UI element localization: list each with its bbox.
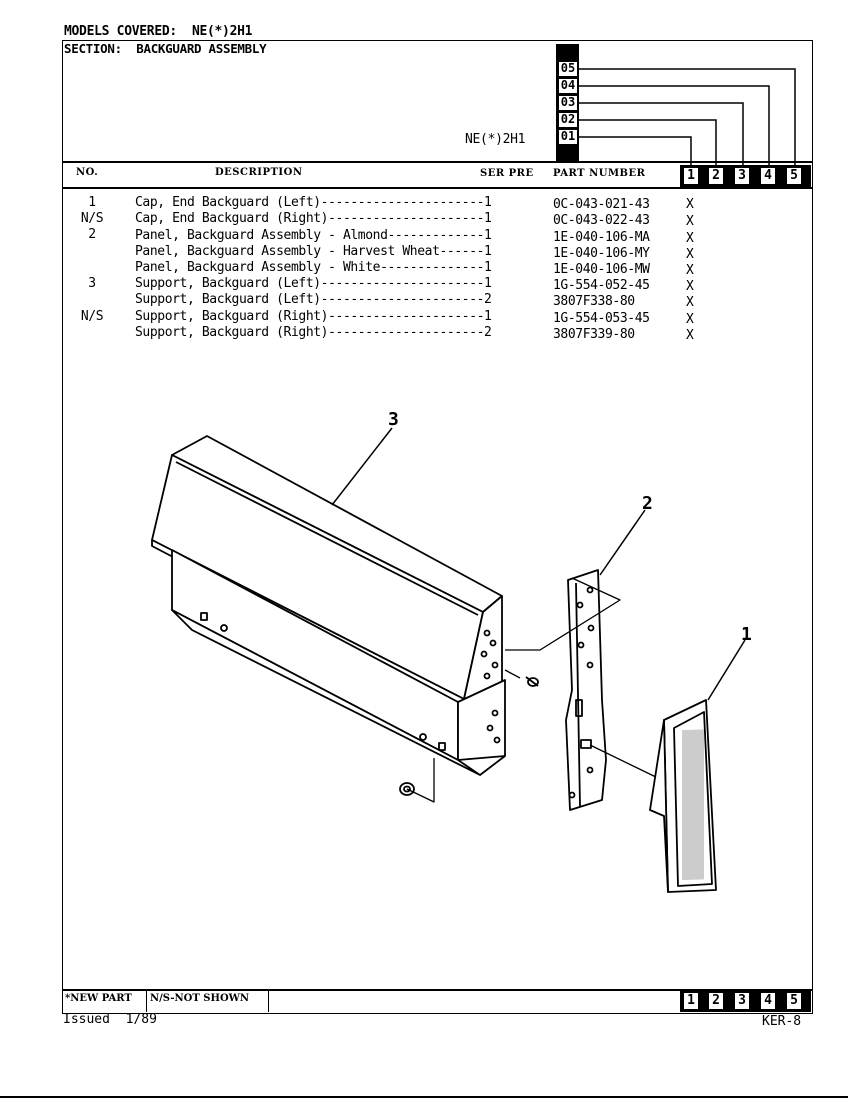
- row-description: Panel, Backguard Assembly - Almond------…: [135, 228, 492, 243]
- model-col-2: 2: [708, 167, 724, 185]
- page-frame: [62, 40, 813, 1014]
- row-part-number: 0C-043-021-43: [553, 197, 650, 212]
- row-mark: X: [686, 279, 694, 294]
- version-code-01: 01: [558, 129, 578, 145]
- callout-3: 3: [388, 409, 399, 430]
- row-part-number: 3807F339-80: [553, 327, 635, 342]
- section-label: SECTION: BACKGUARD ASSEMBLY: [64, 41, 267, 56]
- row-description: Support, Backguard (Right)--------------…: [135, 309, 492, 324]
- backguard-support-part-3: [151, 435, 539, 803]
- header-divider: [62, 161, 813, 163]
- row-no: 1: [88, 195, 96, 210]
- row-part-number: 3807F338-80: [553, 294, 635, 309]
- version-code-04: 04: [558, 78, 578, 94]
- models-covered-label: MODELS COVERED: NE(*)2H1: [64, 24, 253, 39]
- row-mark: X: [686, 197, 694, 212]
- col-header-no: NO.: [76, 167, 99, 178]
- footer-model-col-3: 3: [734, 992, 750, 1010]
- row-mark: X: [686, 247, 694, 262]
- row-part-number: 1G-554-052-45: [553, 278, 650, 293]
- row-part-number: 1E-040-106-MY: [553, 246, 650, 261]
- column-header-divider: [62, 187, 813, 189]
- model-col-1: 1: [683, 167, 699, 185]
- version-code-05: 05: [558, 61, 578, 77]
- row-no: 3: [88, 276, 96, 291]
- row-description: Support, Backguard (Left)---------------…: [135, 276, 492, 291]
- row-part-number: 1G-554-053-45: [553, 311, 650, 326]
- version-code-03: 03: [558, 95, 578, 111]
- issued-date: Issued 1/89: [63, 1012, 157, 1027]
- row-no: N/S: [80, 309, 104, 324]
- row-mark: X: [686, 295, 694, 310]
- row-description: Cap, End Backguard (Left)---------------…: [135, 195, 492, 210]
- footer-model-col-4: 4: [760, 992, 776, 1010]
- row-no: N/S: [80, 211, 104, 226]
- callout-2: 2: [642, 493, 653, 514]
- row-part-number: 1E-040-106-MW: [553, 262, 650, 277]
- model-code: NE(*)2H1: [465, 132, 526, 147]
- row-part-number: 1E-040-106-MA: [553, 230, 650, 245]
- version-leader-lines: [579, 68, 796, 166]
- col-header-ser-pre: SER PRE: [480, 168, 534, 179]
- bottom-edge-line: [0, 1096, 848, 1098]
- row-mark: X: [686, 328, 694, 343]
- callout-1: 1: [741, 624, 752, 645]
- footer-not-shown: N/S-NOT SHOWN: [147, 990, 269, 1012]
- model-col-4: 4: [760, 167, 776, 185]
- row-mark: X: [686, 263, 694, 278]
- model-col-3: 3: [734, 167, 750, 185]
- row-mark: X: [686, 312, 694, 327]
- row-description: Cap, End Backguard (Right)--------------…: [135, 211, 492, 226]
- footer-new-part: *NEW PART: [62, 990, 147, 1012]
- end-cap-part-1: [649, 699, 717, 893]
- row-mark: X: [686, 231, 694, 246]
- row-part-number: 0C-043-022-43: [553, 213, 650, 228]
- version-code-02: 02: [558, 112, 578, 128]
- row-no: 2: [88, 227, 96, 242]
- footer-model-col-1: 1: [683, 992, 699, 1010]
- footer-divider: [62, 989, 813, 991]
- row-description: Panel, Backguard Assembly - White-------…: [135, 260, 492, 275]
- model-col-5: 5: [786, 167, 802, 185]
- col-header-part-number: PART NUMBER: [553, 168, 646, 179]
- footer-model-col-2: 2: [708, 992, 724, 1010]
- row-description: Support, Backguard (Left)---------------…: [135, 292, 492, 307]
- page-code: KER-8: [762, 1014, 802, 1029]
- row-description: Panel, Backguard Assembly - Harvest Whea…: [135, 244, 492, 259]
- row-description: Support, Backguard (Right)--------------…: [135, 325, 492, 340]
- backguard-bracket-part-2: [505, 569, 663, 811]
- row-mark: X: [686, 214, 694, 229]
- footer-model-col-5: 5: [786, 992, 802, 1010]
- col-header-description: DESCRIPTION: [215, 167, 303, 178]
